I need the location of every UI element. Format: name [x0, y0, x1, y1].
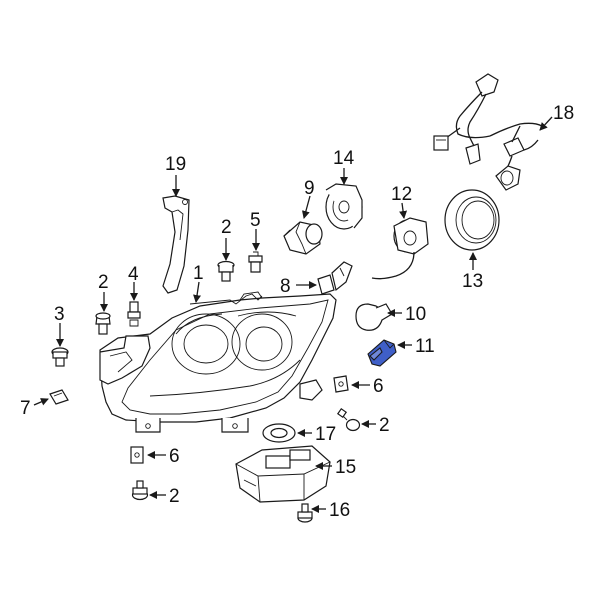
callout-labels: 19 1 2 5 4 2 3 7 8 9 14 12 13 18 10 11 6… — [20, 103, 574, 521]
part-10-bulb[interactable] — [355, 303, 393, 331]
part-7-clip[interactable] — [49, 389, 69, 405]
callout-8: 8 — [280, 276, 291, 297]
part-14-socket-cover[interactable] — [325, 183, 363, 230]
part-4-stud[interactable] — [127, 301, 141, 327]
part-16-bolt[interactable] — [297, 503, 313, 523]
part-8-bulb[interactable] — [317, 261, 353, 295]
part-2-bolt-right[interactable] — [336, 407, 361, 432]
callout-15: 15 — [335, 457, 356, 478]
callout-10: 10 — [405, 304, 426, 325]
callout-19: 19 — [165, 154, 186, 175]
part-11-wedge-bulb[interactable] — [367, 339, 397, 367]
callout-2: 2 — [169, 486, 180, 507]
callout-12: 12 — [391, 184, 412, 205]
callout-1: 1 — [193, 263, 204, 284]
leader-lines — [33, 116, 553, 513]
callout-2: 2 — [221, 217, 232, 238]
callout-7: 7 — [20, 398, 31, 419]
callout-2: 2 — [98, 272, 109, 293]
part-6-nut-bottom[interactable] — [130, 446, 144, 464]
callout-5: 5 — [250, 210, 261, 231]
part-18-wiring-harness[interactable] — [433, 73, 543, 191]
callout-4: 4 — [128, 264, 139, 285]
callout-3: 3 — [54, 304, 65, 325]
callout-14: 14 — [333, 148, 355, 169]
part-12-socket-wire[interactable] — [371, 217, 429, 280]
callout-13: 13 — [462, 271, 483, 292]
part-5-clip[interactable] — [248, 251, 263, 273]
part-2-bolt-bottom[interactable] — [131, 480, 149, 501]
part-2-bolt-upper-left[interactable] — [95, 312, 111, 335]
callout-6: 6 — [373, 376, 384, 397]
part-2-bolt-top[interactable] — [217, 260, 235, 282]
part-19-bracket[interactable] — [162, 195, 190, 294]
part-6-nut-right[interactable] — [333, 375, 349, 393]
callout-11: 11 — [415, 336, 435, 357]
callout-9: 9 — [304, 178, 315, 199]
part-9-bulb[interactable] — [283, 221, 323, 255]
part-15-ballast[interactable] — [235, 445, 331, 503]
part-17-gasket[interactable] — [262, 423, 296, 443]
callout-16: 16 — [329, 500, 350, 521]
callout-6: 6 — [169, 446, 180, 467]
callout-18: 18 — [553, 103, 574, 124]
callout-17: 17 — [315, 424, 336, 445]
part-3-screw[interactable] — [51, 347, 69, 367]
part-1-headlamp-assembly[interactable] — [99, 291, 337, 433]
callout-2: 2 — [379, 415, 390, 436]
part-13-ring[interactable] — [444, 189, 500, 251]
